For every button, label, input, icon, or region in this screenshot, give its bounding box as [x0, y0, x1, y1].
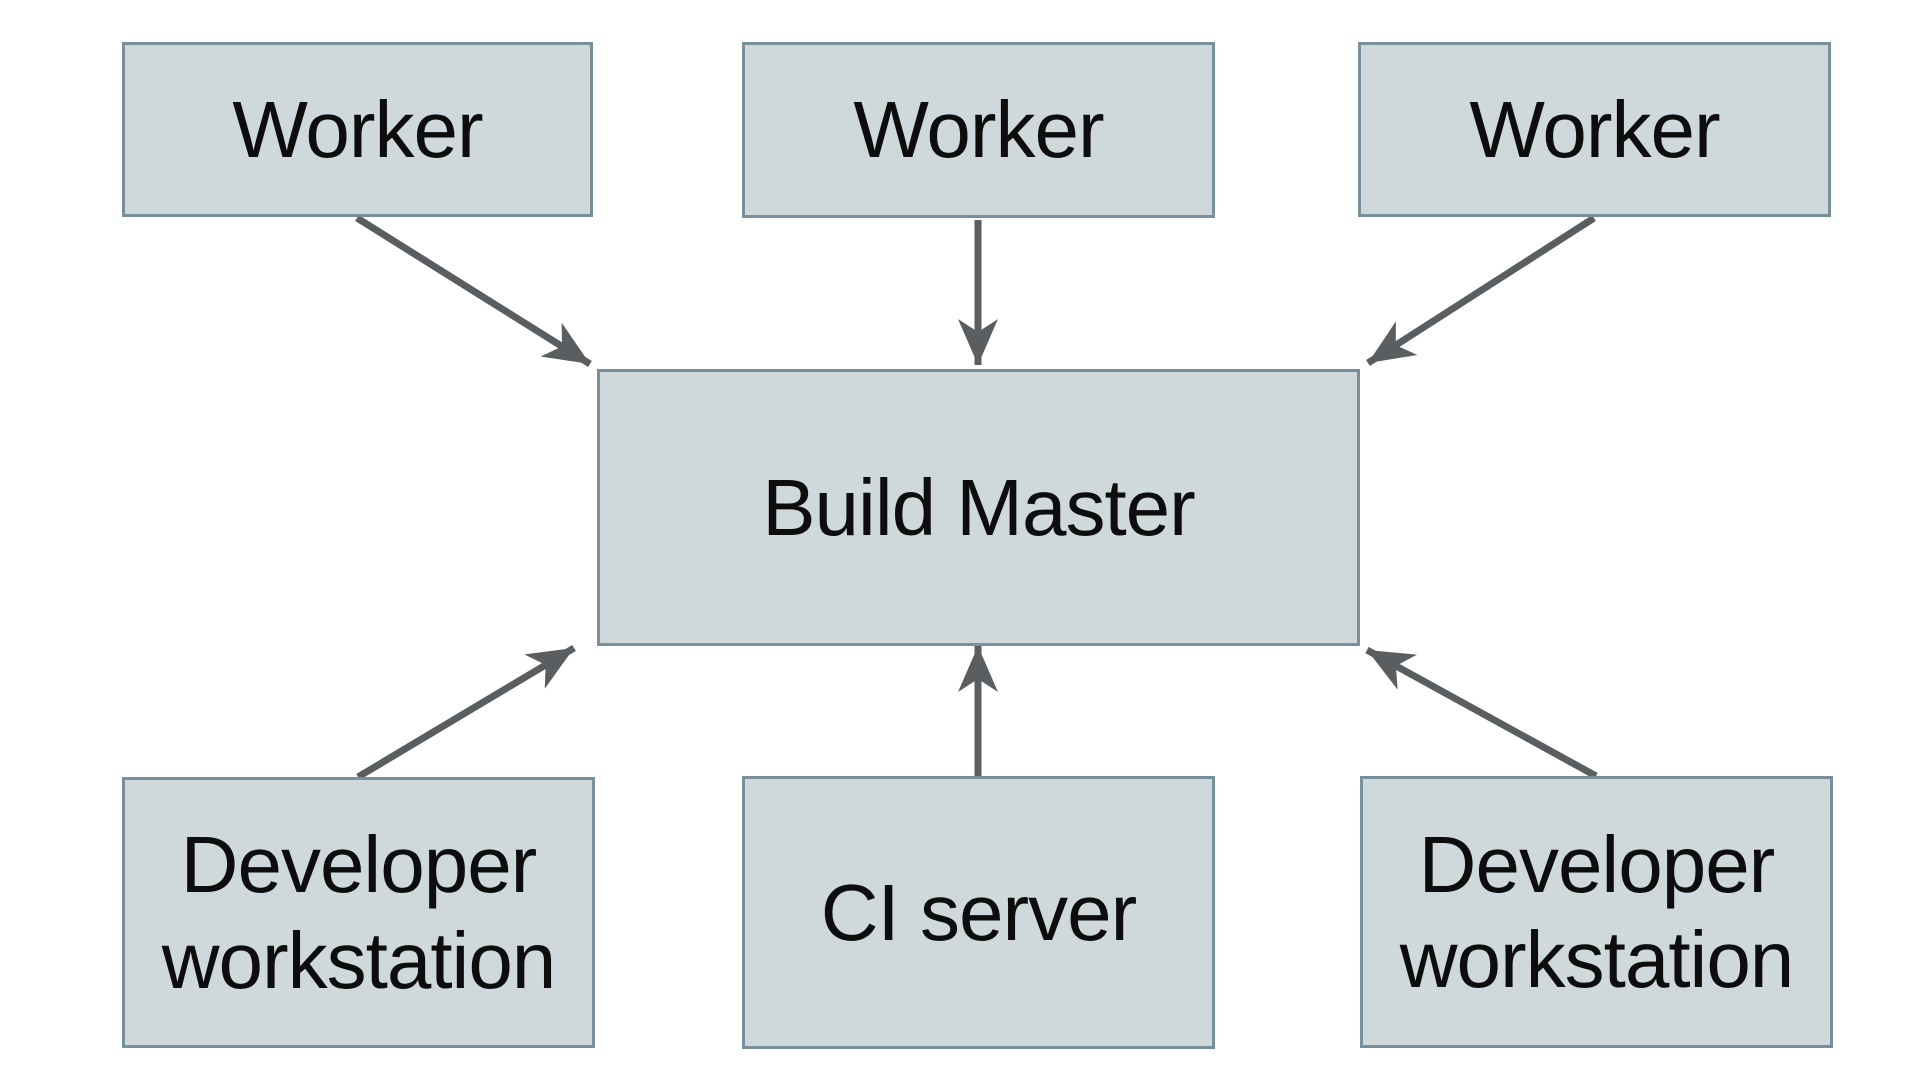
node-ci-server: CI server: [742, 776, 1215, 1049]
arrow-developer-workstation-right-to-build-master: [1365, 646, 1598, 780]
node-worker-3-label: Worker: [1469, 84, 1720, 174]
arrow-developer-workstation-left-to-build-master: [356, 644, 576, 781]
node-ci-server-label: CI server: [820, 867, 1137, 957]
node-developer-workstation-left-label: Developer workstation: [161, 820, 557, 1005]
node-worker-1-label: Worker: [232, 84, 483, 174]
node-build-master: Build Master: [597, 369, 1360, 646]
node-worker-1: Worker: [122, 42, 593, 217]
node-developer-workstation-left: Developer workstation: [122, 777, 595, 1048]
arrow-worker-1-to-build-master: [355, 215, 592, 367]
arrow-worker-3-to-build-master: [1366, 215, 1596, 366]
node-developer-workstation-right-label: Developer workstation: [1399, 819, 1795, 1004]
node-build-master-label: Build Master: [762, 462, 1196, 552]
node-worker-3: Worker: [1358, 42, 1831, 217]
node-worker-2: Worker: [742, 42, 1215, 218]
node-worker-2-label: Worker: [853, 85, 1104, 175]
node-developer-workstation-right: Developer workstation: [1360, 776, 1833, 1048]
